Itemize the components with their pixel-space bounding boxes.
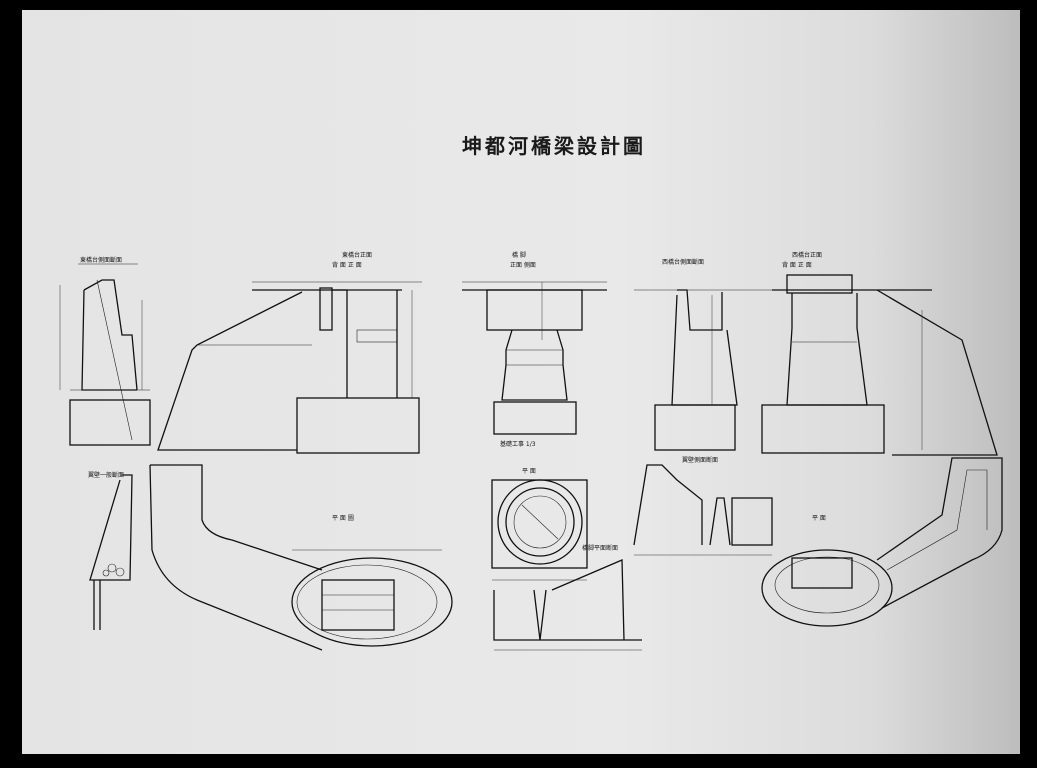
label-wing-section: 翼壁一般斷面 — [88, 471, 124, 479]
drawing-sheet: 坤都河橋梁設計圖 東橋台側面斷面 東橋台正面 背 面 正 面 — [22, 10, 1020, 754]
east-abutment-section: 東橋台側面斷面 — [59, 256, 151, 446]
label-wing-b: 翼壁側面断面 — [682, 456, 718, 464]
pier-elevation: 橋 脚 正面 側面 基礎工事 1/3 — [462, 251, 607, 448]
label-front-b-2: 背 面 正 面 — [782, 261, 812, 269]
label-pier-section: 橋脚平面断面 — [582, 544, 618, 552]
label-section-b: 西橋台側面斷面 — [662, 258, 704, 266]
pier-detail-section: 橋脚平面断面 — [493, 544, 642, 651]
west-abutment-front: 西橋台正面 背 面 正 面 — [761, 251, 998, 456]
west-abutment-section: 西橋台側面斷面 — [634, 258, 772, 451]
label-plan-pier: 平 面 — [522, 468, 536, 475]
label-front-b-1: 西橋台正面 — [792, 251, 822, 259]
east-plan: 平 面 圖 — [149, 464, 453, 651]
label-plan-a: 平 面 圖 — [332, 515, 354, 522]
label-front-a-2: 背 面 正 面 — [332, 261, 362, 269]
east-abutment-front: 東橋台正面 背 面 正 面 — [157, 251, 422, 454]
label-front-a-1: 東橋台正面 — [342, 251, 372, 259]
wing-wall-section: 翼壁一般斷面 — [88, 471, 133, 630]
west-plan: 平 面 — [761, 457, 1003, 627]
label-pier-top: 橋 脚 — [512, 251, 526, 259]
pier-plan: 平 面 — [491, 468, 588, 581]
drawing-title: 坤都河橋梁設計圖 — [462, 134, 646, 158]
label-pier-sub: 正面 側面 — [510, 261, 536, 269]
west-detail-section: 翼壁側面断面 — [633, 456, 773, 556]
label-plan-b: 平 面 — [812, 515, 826, 522]
label-pier-note: 基礎工事 1/3 — [500, 440, 536, 448]
label-section-a: 東橋台側面斷面 — [80, 256, 122, 264]
technical-drawing: 東橋台側面斷面 東橋台正面 背 面 正 面 橋 — [59, 251, 1003, 651]
